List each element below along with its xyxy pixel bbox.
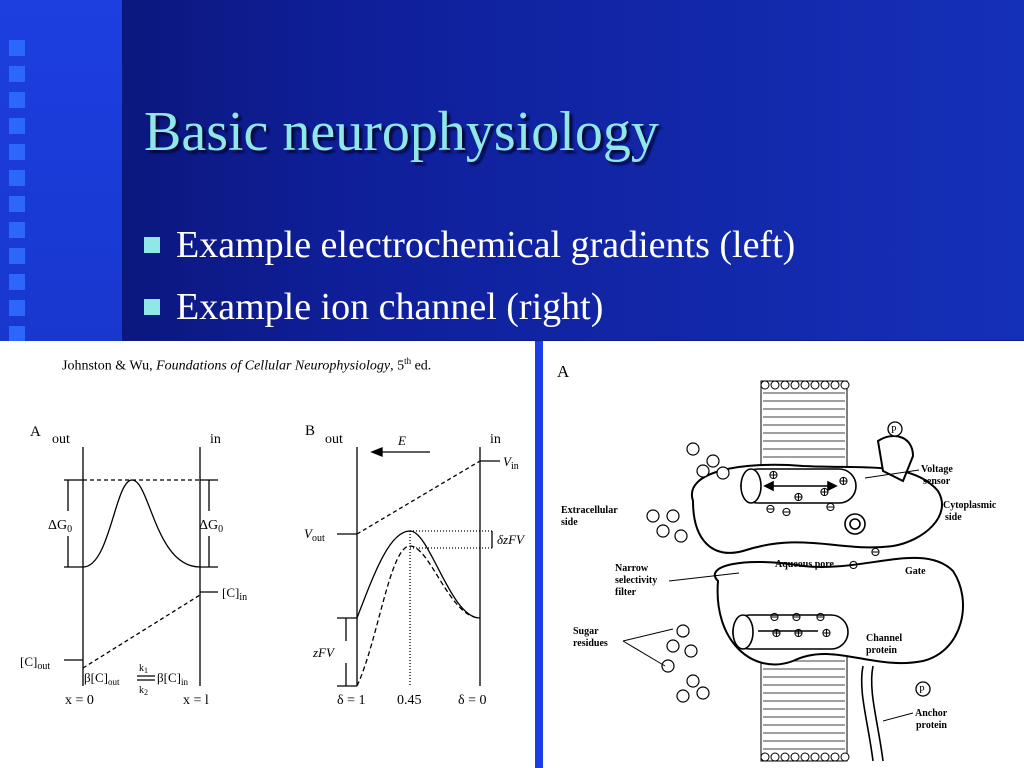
gradient-diagrams: A out in ΔG0 ΔG0 [C]in [C]out β[C]out β[… bbox=[20, 423, 526, 708]
svg-text:side: side bbox=[945, 512, 962, 523]
panel-a-label: A bbox=[557, 362, 570, 381]
svg-text:⊕: ⊕ bbox=[768, 467, 779, 482]
svg-text:protein: protein bbox=[866, 645, 897, 656]
svg-text:⊖: ⊖ bbox=[781, 504, 792, 519]
delta-g-right: ΔG0 bbox=[199, 518, 223, 535]
svg-text:Channel: Channel bbox=[866, 633, 902, 644]
svg-text:Gate: Gate bbox=[905, 566, 926, 577]
out-label: out bbox=[52, 432, 70, 447]
svg-text:Voltage: Voltage bbox=[921, 464, 953, 475]
svg-text:⊕: ⊕ bbox=[793, 489, 804, 504]
svg-text:⊖: ⊖ bbox=[825, 499, 836, 514]
svg-text:protein: protein bbox=[916, 720, 947, 731]
charge-symbols: ⊕⊕⊕⊕ ⊖⊖⊖ ⊖⊖⊖ ⊕⊕⊕ ⊖⊖⊖ bbox=[765, 467, 881, 640]
decorative-squares bbox=[9, 40, 27, 352]
svg-text:⊕: ⊕ bbox=[821, 625, 832, 640]
svg-text:⊕: ⊕ bbox=[819, 484, 830, 499]
voltage-sensor-helix bbox=[732, 468, 857, 650]
v-in-label: Vin bbox=[503, 454, 519, 472]
e-field-label: E bbox=[397, 433, 406, 448]
c-out-label: [C]out bbox=[20, 654, 50, 672]
svg-text:⊕: ⊕ bbox=[771, 625, 782, 640]
delta-045-label: 0.45 bbox=[397, 693, 422, 708]
citation-edition-suffix: ed. bbox=[411, 358, 432, 374]
solid-barrier-curve bbox=[356, 530, 481, 619]
citation-authors: Johnston & Wu, bbox=[62, 358, 157, 374]
slide-background bbox=[0, 0, 1024, 340]
delta-one-label: δ = 1 bbox=[337, 693, 366, 708]
voltage-line bbox=[356, 460, 481, 535]
phosphate-groups: P P bbox=[887, 421, 931, 697]
concentration-line bbox=[82, 594, 201, 669]
in-label: in bbox=[210, 432, 221, 447]
svg-text:residues: residues bbox=[573, 638, 608, 649]
beta-c-out: β[C]out bbox=[84, 670, 120, 687]
svg-text:⊕: ⊕ bbox=[793, 625, 804, 640]
delta-g-left: ΔG0 bbox=[48, 518, 72, 535]
panel-divider bbox=[535, 341, 543, 768]
citation-edition: , 5 bbox=[390, 358, 405, 374]
svg-text:Sugar: Sugar bbox=[573, 626, 599, 637]
svg-text:⊖: ⊖ bbox=[769, 609, 780, 624]
lipid-bilayer-top bbox=[760, 380, 848, 472]
gate-ring bbox=[844, 513, 866, 535]
diagram-b: B out in E Vin Vout δzFV zFV δ = 1 0.45 … bbox=[304, 423, 526, 708]
energy-barrier-curve bbox=[82, 479, 201, 568]
bullet-text: Example ion channel (right) bbox=[176, 286, 604, 328]
svg-text:Anchor: Anchor bbox=[915, 708, 948, 719]
dzfv-label: δzFV bbox=[497, 532, 526, 547]
delta-zero-label: δ = 0 bbox=[458, 693, 487, 708]
diagram-a: A out in ΔG0 ΔG0 [C]in [C]out β[C]out β[… bbox=[20, 424, 247, 708]
x-l-label: x = l bbox=[183, 693, 209, 708]
anchor-protein bbox=[860, 665, 884, 762]
ion-channel-diagram: A ⊕⊕⊕⊕ ⊖⊖⊖ ⊖⊖⊖ ⊕⊕⊕ ⊖⊖⊖ bbox=[557, 362, 997, 762]
svg-text:sensor: sensor bbox=[923, 476, 951, 487]
dashed-barrier-curve bbox=[356, 545, 481, 687]
x-zero-label: x = 0 bbox=[65, 693, 94, 708]
svg-text:Extracellular: Extracellular bbox=[561, 505, 618, 516]
svg-text:⊖: ⊖ bbox=[791, 609, 802, 624]
channel-labels: Voltage sensor Extracellular side Cytopl… bbox=[561, 464, 997, 731]
svg-text:⊖: ⊖ bbox=[870, 544, 881, 559]
bullet-text: Example electrochemical gradients (left) bbox=[176, 224, 796, 266]
k1-label: k1 bbox=[139, 663, 148, 675]
k2-label: k2 bbox=[139, 685, 148, 697]
panel-a-label: A bbox=[30, 424, 41, 440]
svg-text:selectivity: selectivity bbox=[615, 575, 657, 586]
citation-edition-sup: th bbox=[404, 356, 412, 366]
svg-text:⊕: ⊕ bbox=[838, 473, 849, 488]
panel-b-label: B bbox=[305, 423, 315, 439]
svg-text:⊖: ⊖ bbox=[815, 609, 826, 624]
gradient-figure-panel bbox=[0, 341, 535, 768]
beta-c-in: β[C]in bbox=[157, 670, 188, 687]
svg-text:Narrow: Narrow bbox=[615, 563, 649, 574]
field-arrowhead bbox=[370, 447, 383, 457]
svg-text:side: side bbox=[561, 517, 578, 528]
in-label: in bbox=[490, 432, 501, 447]
citation-book: Foundations of Cellular Neurophysiology bbox=[156, 358, 391, 374]
svg-text:Aqueous pore: Aqueous pore bbox=[775, 559, 835, 570]
sugar-residues bbox=[646, 442, 730, 703]
svg-text:⊖: ⊖ bbox=[848, 557, 859, 572]
bullet-marker-icon bbox=[144, 299, 160, 315]
bullet-item: Example ion channel (right) bbox=[144, 276, 795, 338]
slide-title: Basic neurophysiology bbox=[144, 101, 659, 163]
c-in-label: [C]in bbox=[222, 585, 247, 603]
bullet-list: Example electrochemical gradients (left)… bbox=[144, 214, 795, 338]
bullet-marker-icon bbox=[144, 237, 160, 253]
zfv-label: zFV bbox=[312, 645, 336, 660]
svg-text:filter: filter bbox=[615, 587, 637, 598]
svg-text:P: P bbox=[919, 685, 925, 696]
out-label: out bbox=[325, 432, 343, 447]
svg-text:⊖: ⊖ bbox=[765, 501, 776, 516]
bullet-item: Example electrochemical gradients (left) bbox=[144, 214, 795, 276]
lipid-heads bbox=[760, 380, 850, 762]
svg-text:P: P bbox=[891, 425, 897, 436]
citation: Johnston & Wu, Foundations of Cellular N… bbox=[62, 352, 431, 376]
v-out-label: Vout bbox=[304, 526, 325, 544]
svg-text:Cytoplasmic: Cytoplasmic bbox=[943, 500, 997, 511]
